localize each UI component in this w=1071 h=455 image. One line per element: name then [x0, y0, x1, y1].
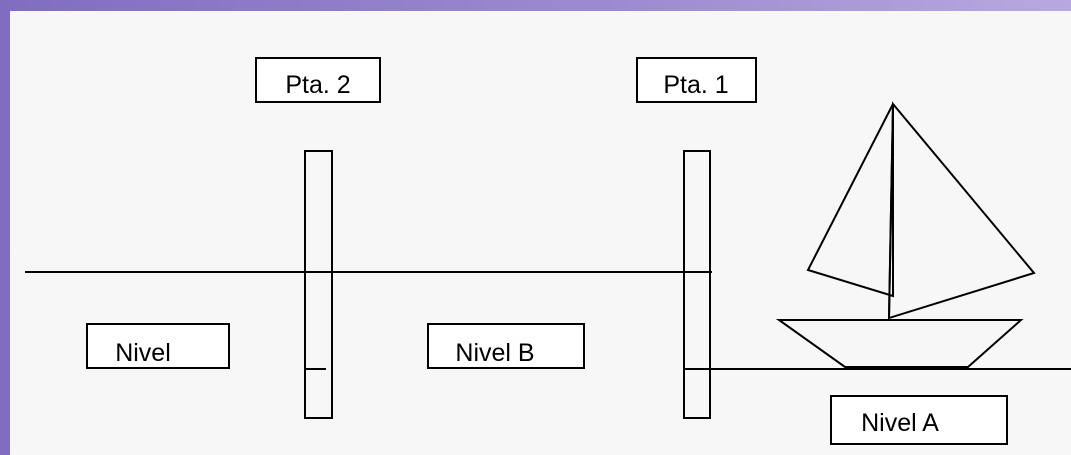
label-pta-2-text: Pta. 2	[285, 71, 350, 99]
label-pta-2: Pta. 2	[255, 57, 381, 103]
boat-sail-right	[887, 101, 1036, 320]
label-pta-1-text: Pta. 1	[663, 71, 728, 99]
label-pta-2-box	[255, 57, 381, 103]
gate-1	[683, 150, 711, 419]
gate-2-rect	[304, 150, 333, 419]
boat-hull	[775, 319, 1024, 368]
label-nivel: Nivel	[86, 323, 230, 369]
label-pta-1-box	[636, 57, 757, 103]
label-nivel-b: Nivel B	[427, 323, 585, 369]
diagram-paper	[10, 11, 1071, 455]
label-nivel-a-text: Nivel A	[861, 409, 939, 437]
label-nivel-a-box	[830, 395, 1008, 445]
label-nivel-b-text: Nivel B	[455, 339, 534, 367]
label-pta-1: Pta. 1	[636, 57, 757, 103]
label-nivel-b-box	[427, 323, 585, 369]
gate-1-rect	[683, 150, 711, 419]
gate-2	[304, 150, 333, 419]
sailboat	[775, 101, 1036, 368]
label-nivel-a: Nivel A	[830, 395, 1008, 445]
boat-sail-left	[806, 103, 894, 298]
label-nivel-text: Nivel	[115, 339, 171, 367]
label-nivel-box	[86, 323, 230, 369]
